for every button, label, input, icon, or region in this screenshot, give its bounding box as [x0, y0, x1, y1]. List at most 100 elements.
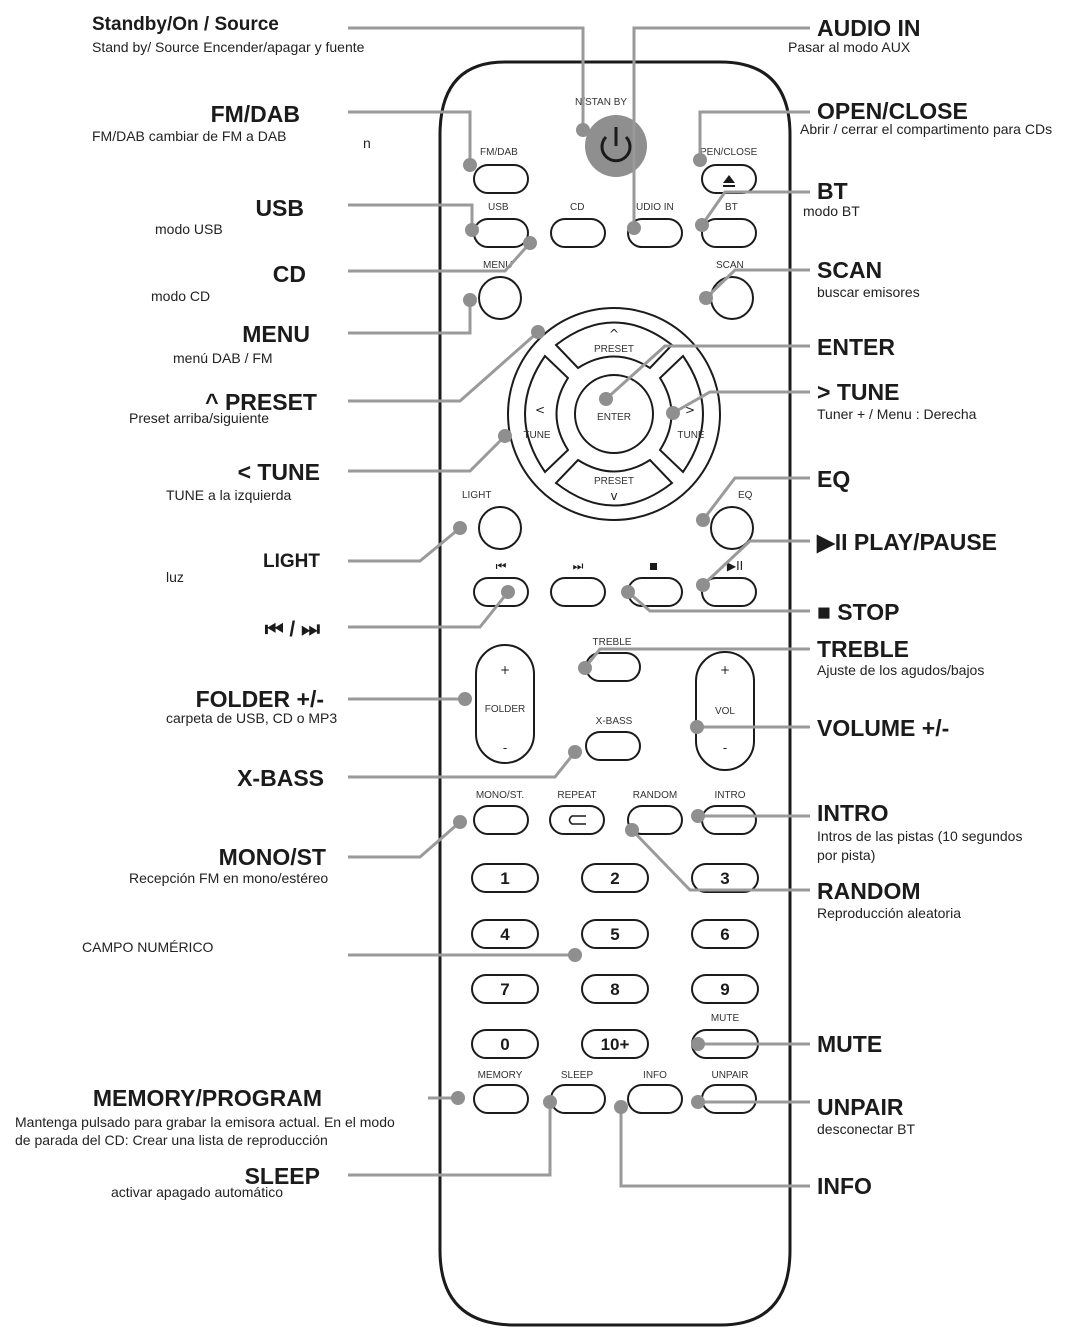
leader-sleep	[348, 1102, 552, 1177]
intro-label-title: INTRO	[817, 800, 889, 826]
cd-label-title: CD	[273, 261, 306, 287]
key-2[interactable]	[581, 863, 649, 893]
intro-label-sub-1: Intros de las pistas (10 segundos	[817, 828, 1022, 844]
key-3-label: 3	[720, 869, 729, 888]
leader-audioin	[632, 26, 810, 228]
play-pause-icon: ▶II	[727, 559, 743, 573]
xbass-button-label: X-BASS	[596, 716, 633, 727]
intro-label-sub-2: por pista)	[817, 847, 875, 863]
key-7[interactable]	[471, 974, 539, 1004]
volume-rocker-label: VOL	[715, 706, 735, 717]
left-labels: Standby/On / Source Stand by/ Source Enc…	[15, 14, 395, 1200]
bt-button[interactable]	[701, 218, 757, 248]
right-labels: AUDIO IN Pasar al modo AUX OPEN/CLOSE Ab…	[788, 15, 1052, 1199]
leader-playpause	[701, 539, 810, 587]
tune-right-button[interactable]	[658, 354, 704, 474]
folder-minus-icon: -	[503, 741, 507, 755]
key-8[interactable]	[581, 974, 649, 1004]
openclose-button-label: PEN/CLOSE	[700, 147, 758, 158]
key-1-label: 1	[500, 869, 509, 888]
skip-label-title: ⏮ / ⏭	[265, 618, 320, 641]
chevron-up-icon: ^	[609, 327, 619, 341]
leader-openclose	[698, 110, 810, 160]
random-label-sub: Reproducción aleatoria	[817, 905, 961, 921]
random-button[interactable]	[627, 805, 683, 835]
usb-button[interactable]	[473, 218, 529, 248]
enter-label-title: ENTER	[817, 334, 895, 360]
preset-down-button[interactable]	[554, 458, 674, 507]
key-5[interactable]	[581, 919, 649, 949]
unpair-button[interactable]	[701, 1084, 757, 1114]
xbass-button[interactable]	[585, 731, 641, 761]
leader-random	[630, 828, 810, 892]
repeat-icon	[568, 815, 586, 825]
scan-label-sub: buscar emisores	[817, 284, 920, 300]
fmdab-button[interactable]	[473, 164, 529, 194]
key-6-label: 6	[720, 925, 729, 944]
cd-label-sub: modo CD	[151, 288, 210, 304]
eq-button-label: EQ	[738, 490, 753, 501]
stop-button[interactable]	[627, 577, 683, 607]
info-button[interactable]	[627, 1084, 683, 1114]
xbass-label-title: X-BASS	[237, 765, 324, 791]
leader-xbass	[348, 751, 577, 779]
standby-button-label: N/STAN BY	[575, 97, 627, 108]
menu-button-label: MENU	[483, 260, 512, 271]
repeat-button[interactable]	[549, 805, 605, 835]
key-8-label: 8	[610, 980, 619, 999]
standby-label-title: Standby/On / Source	[92, 14, 279, 35]
volume-rocker[interactable]	[695, 651, 755, 771]
folder-rocker[interactable]	[475, 644, 535, 764]
light-button[interactable]	[478, 506, 522, 550]
leader-menu	[348, 300, 472, 335]
tune-left-button[interactable]	[524, 354, 570, 474]
play-pause-button[interactable]	[701, 577, 757, 607]
audioin-button-label: UDIO IN	[636, 202, 674, 213]
leader-stop	[627, 590, 810, 613]
preset-up-label-sub: Preset arriba/siguiente	[129, 410, 269, 426]
chevron-left-icon: <	[535, 403, 545, 417]
key-4[interactable]	[471, 919, 539, 949]
monost-button[interactable]	[473, 805, 529, 835]
volume-minus-icon: -	[723, 741, 727, 755]
intro-button[interactable]	[701, 805, 757, 835]
tune-right-label: TUNE	[677, 430, 705, 441]
key-6[interactable]	[691, 919, 759, 949]
eq-button[interactable]	[710, 506, 754, 550]
usb-label-title: USB	[255, 195, 304, 221]
scan-label-title: SCAN	[817, 257, 882, 283]
tune-right-label-sub: Tuner + / Menu : Derecha	[817, 406, 977, 422]
tune-left-label-title: < TUNE	[238, 459, 320, 485]
key-3[interactable]	[691, 863, 759, 893]
tune-left-label-sub: TUNE a la izquierda	[166, 487, 291, 503]
key-9[interactable]	[691, 974, 759, 1004]
info-label-title: INFO	[817, 1173, 872, 1199]
preset-up-label-title: ^ PRESET	[205, 389, 317, 415]
audioin-button[interactable]	[627, 218, 683, 248]
key-0-label: 0	[500, 1035, 509, 1054]
enter-button[interactable]	[574, 374, 654, 454]
enter-button-label: ENTER	[597, 412, 631, 423]
folder-label-sub: carpeta de USB, CD o MP3	[166, 710, 337, 726]
cd-button[interactable]	[550, 218, 606, 248]
leader-lines-left	[348, 26, 585, 1177]
key-10-plus[interactable]	[581, 1029, 649, 1059]
leader-monost	[348, 820, 461, 859]
leader-fmdab	[348, 110, 472, 165]
folder-label-title: FOLDER +/-	[196, 686, 324, 712]
leader-bt	[700, 190, 810, 226]
folder-plus-icon: +	[500, 663, 510, 677]
leader-enter	[604, 344, 810, 401]
key-0[interactable]	[471, 1029, 539, 1059]
scan-button[interactable]	[710, 276, 754, 320]
sleep-button[interactable]	[550, 1084, 606, 1114]
memory-button[interactable]	[473, 1084, 529, 1114]
key-1[interactable]	[471, 863, 539, 893]
leader-skip	[348, 591, 510, 629]
next-button[interactable]	[550, 577, 606, 607]
random-button-label: RANDOM	[633, 790, 677, 801]
remote-body	[438, 60, 792, 1327]
memory-button-label: MEMORY	[478, 1070, 523, 1081]
menu-button[interactable]	[478, 276, 522, 320]
nav-pad-ring	[507, 307, 721, 521]
